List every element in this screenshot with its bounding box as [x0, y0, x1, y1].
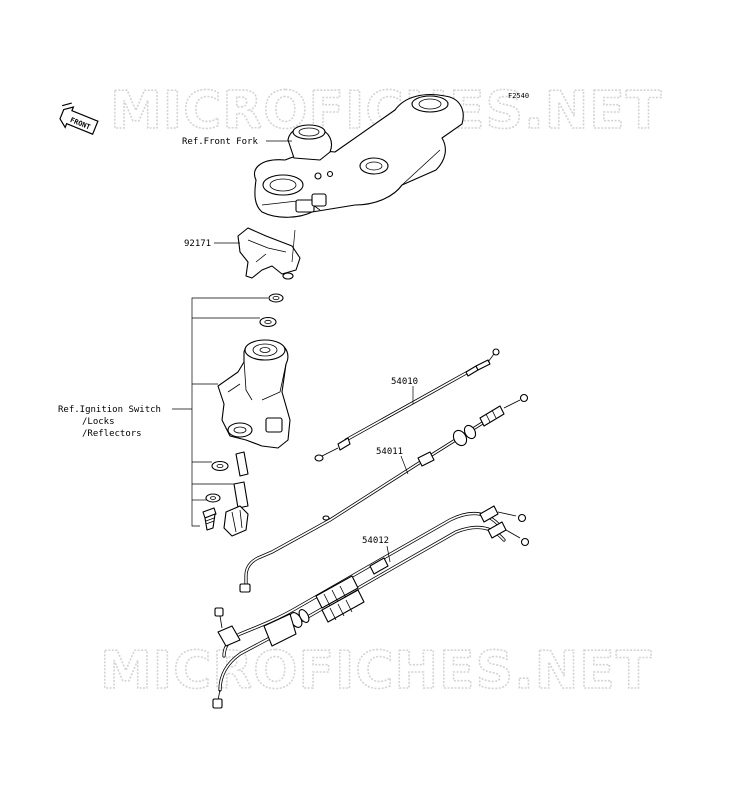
cable-54012 — [212, 505, 530, 709]
ignition-rod — [233, 451, 249, 509]
cable-54011 — [239, 393, 529, 593]
front-arrow-icon: FRONT — [59, 102, 99, 135]
cable-54010 — [314, 348, 500, 462]
label-ignition-line1: Ref.Ignition Switch — [58, 405, 161, 415]
washer-upper — [268, 293, 284, 303]
label-54010: 54010 — [391, 377, 418, 387]
label-92171-text: 92171 — [184, 239, 211, 249]
label-front-fork: Ref.Front Fork — [182, 137, 292, 147]
label-ignition-switch: Ref.Ignition Switch /Locks /Reflectors — [58, 405, 161, 439]
washer-lower — [211, 460, 229, 472]
label-92171: 92171 — [184, 239, 240, 249]
bracket-92171 — [237, 227, 301, 280]
ignition-label-bracket — [172, 297, 268, 527]
bolt — [202, 507, 217, 531]
label-ignition-line3: /Reflectors — [82, 429, 142, 439]
ignition-switch — [217, 339, 291, 449]
watermark-bottom: MICROFICHES.NET — [100, 641, 652, 701]
washer-small — [205, 493, 221, 503]
diagram-code: F2540 — [508, 92, 529, 100]
label-ignition-line2: /Locks — [82, 417, 115, 427]
ignition-connector — [223, 505, 249, 537]
label-54011: 54011 — [376, 447, 403, 457]
upper-triple-clamp — [254, 93, 464, 218]
label-front-fork-text: Ref.Front Fork — [182, 137, 258, 147]
washer-mid — [259, 316, 277, 328]
label-54012: 54012 — [362, 536, 389, 546]
